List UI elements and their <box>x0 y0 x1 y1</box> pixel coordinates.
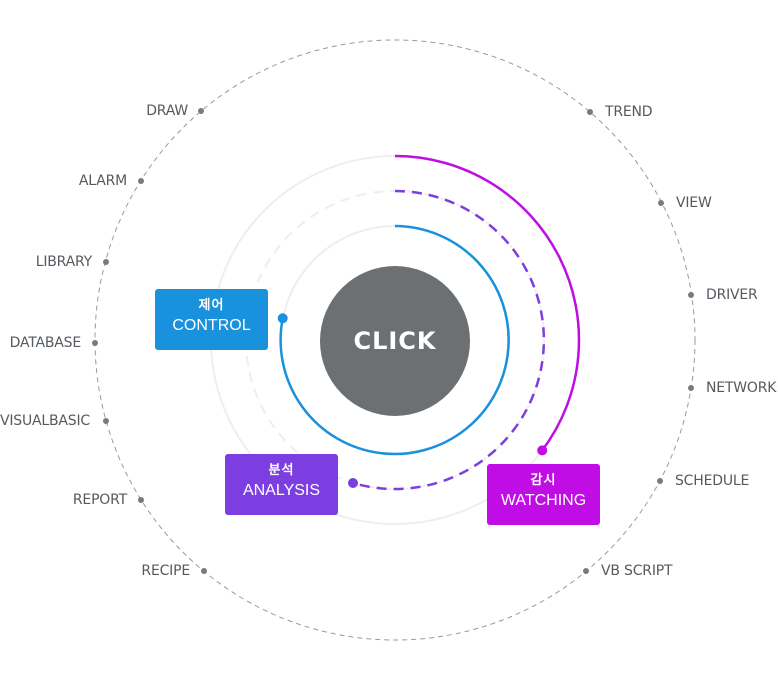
analysis-arc-dot <box>348 478 358 488</box>
feature-dots <box>92 108 694 574</box>
watching-ko-label: 감시 <box>530 473 557 488</box>
feature-dot-vbscript <box>583 568 589 574</box>
watching-arc <box>394 154 581 452</box>
analysis-arc <box>352 189 546 491</box>
feature-label-visualbasic[interactable]: VISUALBASIC <box>0 413 90 429</box>
feature-label-trend[interactable]: TREND <box>605 104 653 120</box>
feature-label-report[interactable]: REPORT <box>72 492 127 508</box>
control-en-label: CONTROL <box>172 317 251 334</box>
control-arc-dot <box>277 313 288 324</box>
feature-label-view[interactable]: VIEW <box>676 195 712 211</box>
feature-label-library[interactable]: LIBRARY <box>35 254 92 270</box>
feature-label-recipe[interactable]: RECIPE <box>141 563 190 579</box>
feature-dot-report <box>138 497 144 503</box>
analysis-en-label: ANALYSIS <box>242 482 321 499</box>
feature-dot-visualbasic <box>103 418 109 424</box>
feature-dot-driver <box>688 292 694 298</box>
watching-en-label: WATCHING <box>500 492 587 509</box>
control-arc <box>279 224 510 456</box>
feature-dot-trend <box>587 109 593 115</box>
feature-dot-library <box>103 259 109 265</box>
feature-dot-database <box>92 340 98 346</box>
control-module-box[interactable]: 제어 CONTROL <box>155 289 268 350</box>
feature-dot-alarm <box>138 178 144 184</box>
feature-label-database[interactable]: DATABASE <box>9 335 82 351</box>
click-button-label: CLICK <box>353 327 437 355</box>
feature-label-driver[interactable]: DRIVER <box>706 287 758 303</box>
analysis-ko-label: 분석 <box>268 463 295 478</box>
feature-label-vbscript[interactable]: VB SCRIPT <box>601 563 673 579</box>
watching-arc-dot <box>537 445 548 456</box>
feature-label-draw[interactable]: DRAW <box>146 103 188 119</box>
watching-module-box[interactable]: 감시 WATCHING <box>487 464 600 525</box>
control-ko-label: 제어 <box>198 298 225 313</box>
outer-dashed-ring <box>94 39 696 641</box>
feature-dot-network <box>688 385 694 391</box>
feature-label-schedule[interactable]: SCHEDULE <box>675 473 750 489</box>
feature-dot-draw <box>198 108 204 114</box>
feature-label-network[interactable]: NETWORK <box>706 380 777 396</box>
feature-dot-view <box>658 200 664 206</box>
click-button[interactable]: CLICK <box>320 266 470 416</box>
feature-label-alarm[interactable]: ALARM <box>78 173 127 189</box>
feature-dot-schedule <box>657 478 663 484</box>
analysis-module-box[interactable]: 분석 ANALYSIS <box>225 454 338 515</box>
feature-dot-recipe <box>201 568 207 574</box>
